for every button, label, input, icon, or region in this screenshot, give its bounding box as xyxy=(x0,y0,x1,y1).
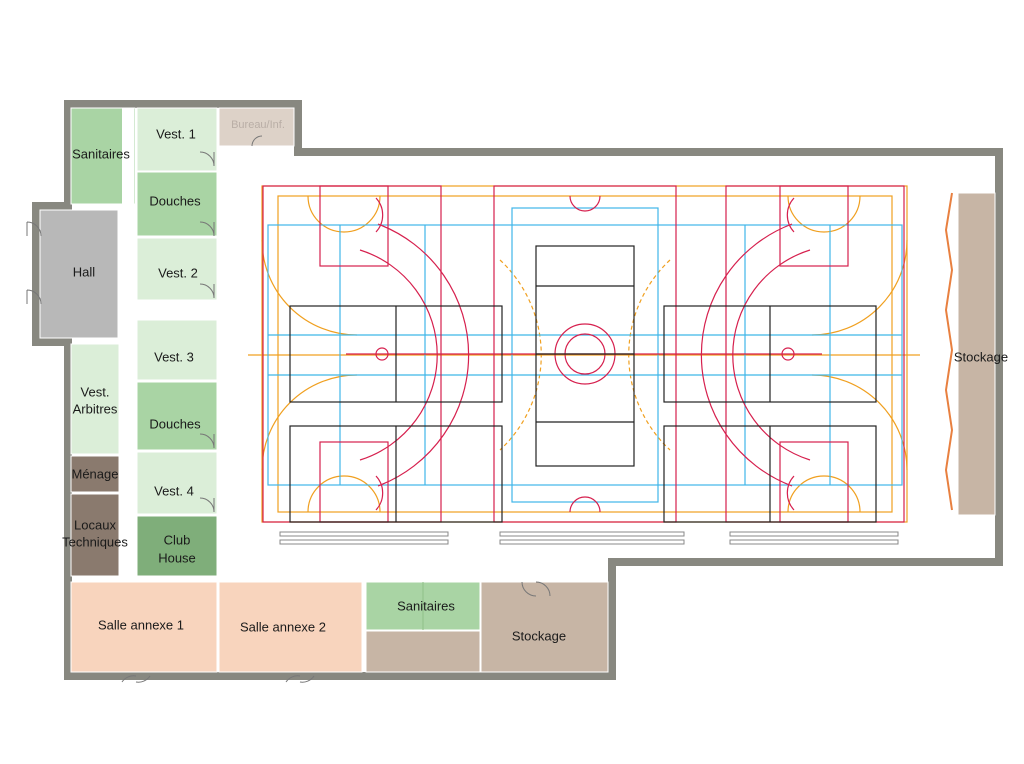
room-bureau xyxy=(218,107,295,147)
room-club-house xyxy=(136,515,218,577)
room-vest-4 xyxy=(136,451,218,515)
label-locaux-techniques-1: Locaux xyxy=(74,517,116,532)
label-sanitaires-top: Sanitaires xyxy=(72,146,130,161)
room-douches-1 xyxy=(136,171,218,237)
room-salle-annexe-1 xyxy=(70,581,218,673)
label-stockage-right: Stockage xyxy=(954,349,1008,364)
door-symbols xyxy=(26,135,551,683)
building-outline xyxy=(32,100,1003,680)
label-douches-2: Douches xyxy=(149,416,201,431)
label-sanitaires-bottom: Sanitaires xyxy=(397,598,455,613)
label-locaux-techniques-2: Techniques xyxy=(62,534,128,549)
label-hall: Hall xyxy=(73,264,96,279)
room-locaux-techniques xyxy=(70,493,120,577)
room-labels: Sanitaires Vest. 1 Bureau/Inf. Douches H… xyxy=(62,119,1008,644)
label-vest-4: Vest. 4 xyxy=(154,483,194,498)
label-vest-arbitres-2: Arbitres xyxy=(73,401,118,416)
label-vest-1: Vest. 1 xyxy=(156,126,196,141)
label-douches-1: Douches xyxy=(149,193,201,208)
room-douches-2 xyxy=(136,381,218,451)
court-lines-black xyxy=(289,245,877,523)
room-vest-3 xyxy=(136,319,218,381)
room-stockage-right xyxy=(957,192,996,516)
storage-shelving xyxy=(944,192,954,511)
room-stockage-bottom-left xyxy=(365,630,481,673)
label-vest-3: Vest. 3 xyxy=(154,349,194,364)
room-salle-annexe-2 xyxy=(218,581,363,673)
corridor-divider xyxy=(122,108,134,578)
label-vest-2: Vest. 2 xyxy=(158,265,198,280)
label-bureau: Bureau/Inf. xyxy=(231,119,285,131)
room-vest-2 xyxy=(136,237,218,301)
label-salle-annexe-1: Salle annexe 1 xyxy=(98,617,184,632)
label-stockage-bottom: Stockage xyxy=(512,628,566,643)
room-vest-1 xyxy=(136,107,218,172)
label-salle-annexe-2: Salle annexe 2 xyxy=(240,619,326,634)
room-vest-arbitres xyxy=(70,343,120,455)
room-menage xyxy=(70,455,120,493)
label-club-house-2: House xyxy=(158,550,196,565)
rooms-left xyxy=(39,107,295,578)
room-hall xyxy=(39,209,119,339)
court-lines-red xyxy=(262,185,905,523)
bench-rows xyxy=(279,531,899,545)
label-menage: Ménage xyxy=(72,466,119,481)
sports-court xyxy=(248,185,920,545)
label-club-house-1: Club xyxy=(164,532,191,547)
room-stockage-bottom xyxy=(480,581,609,673)
label-vest-arbitres-1: Vest. xyxy=(81,384,110,399)
rooms-bottom xyxy=(70,581,609,673)
